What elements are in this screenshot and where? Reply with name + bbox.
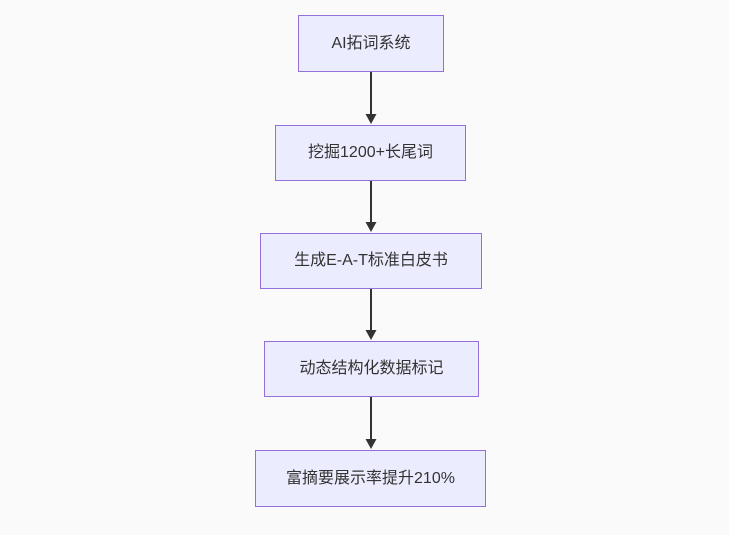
node-label: 动态结构化数据标记	[299, 360, 444, 378]
flow-arrow-3	[365, 289, 377, 340]
node-label: AI拓词系统	[331, 34, 411, 52]
flow-node-dynamic-structured-data-markup: 动态结构化数据标记	[264, 341, 479, 397]
flow-node-rich-snippet-rate-increase: 富摘要展示率提升210%	[255, 450, 486, 507]
flow-node-mine-longtail-keywords: 挖掘1200+长尾词	[275, 125, 466, 181]
node-label: 生成E-A-T标准白皮书	[294, 252, 448, 270]
flow-arrow-2	[365, 181, 377, 232]
flow-node-ai-word-expansion-system: AI拓词系统	[298, 15, 444, 72]
flow-arrow-4	[365, 397, 377, 449]
flow-arrow-1	[365, 72, 377, 124]
flow-node-generate-eat-whitepaper: 生成E-A-T标准白皮书	[260, 233, 482, 289]
node-label: 富摘要展示率提升210%	[286, 469, 455, 487]
node-label: 挖掘1200+长尾词	[308, 144, 433, 162]
